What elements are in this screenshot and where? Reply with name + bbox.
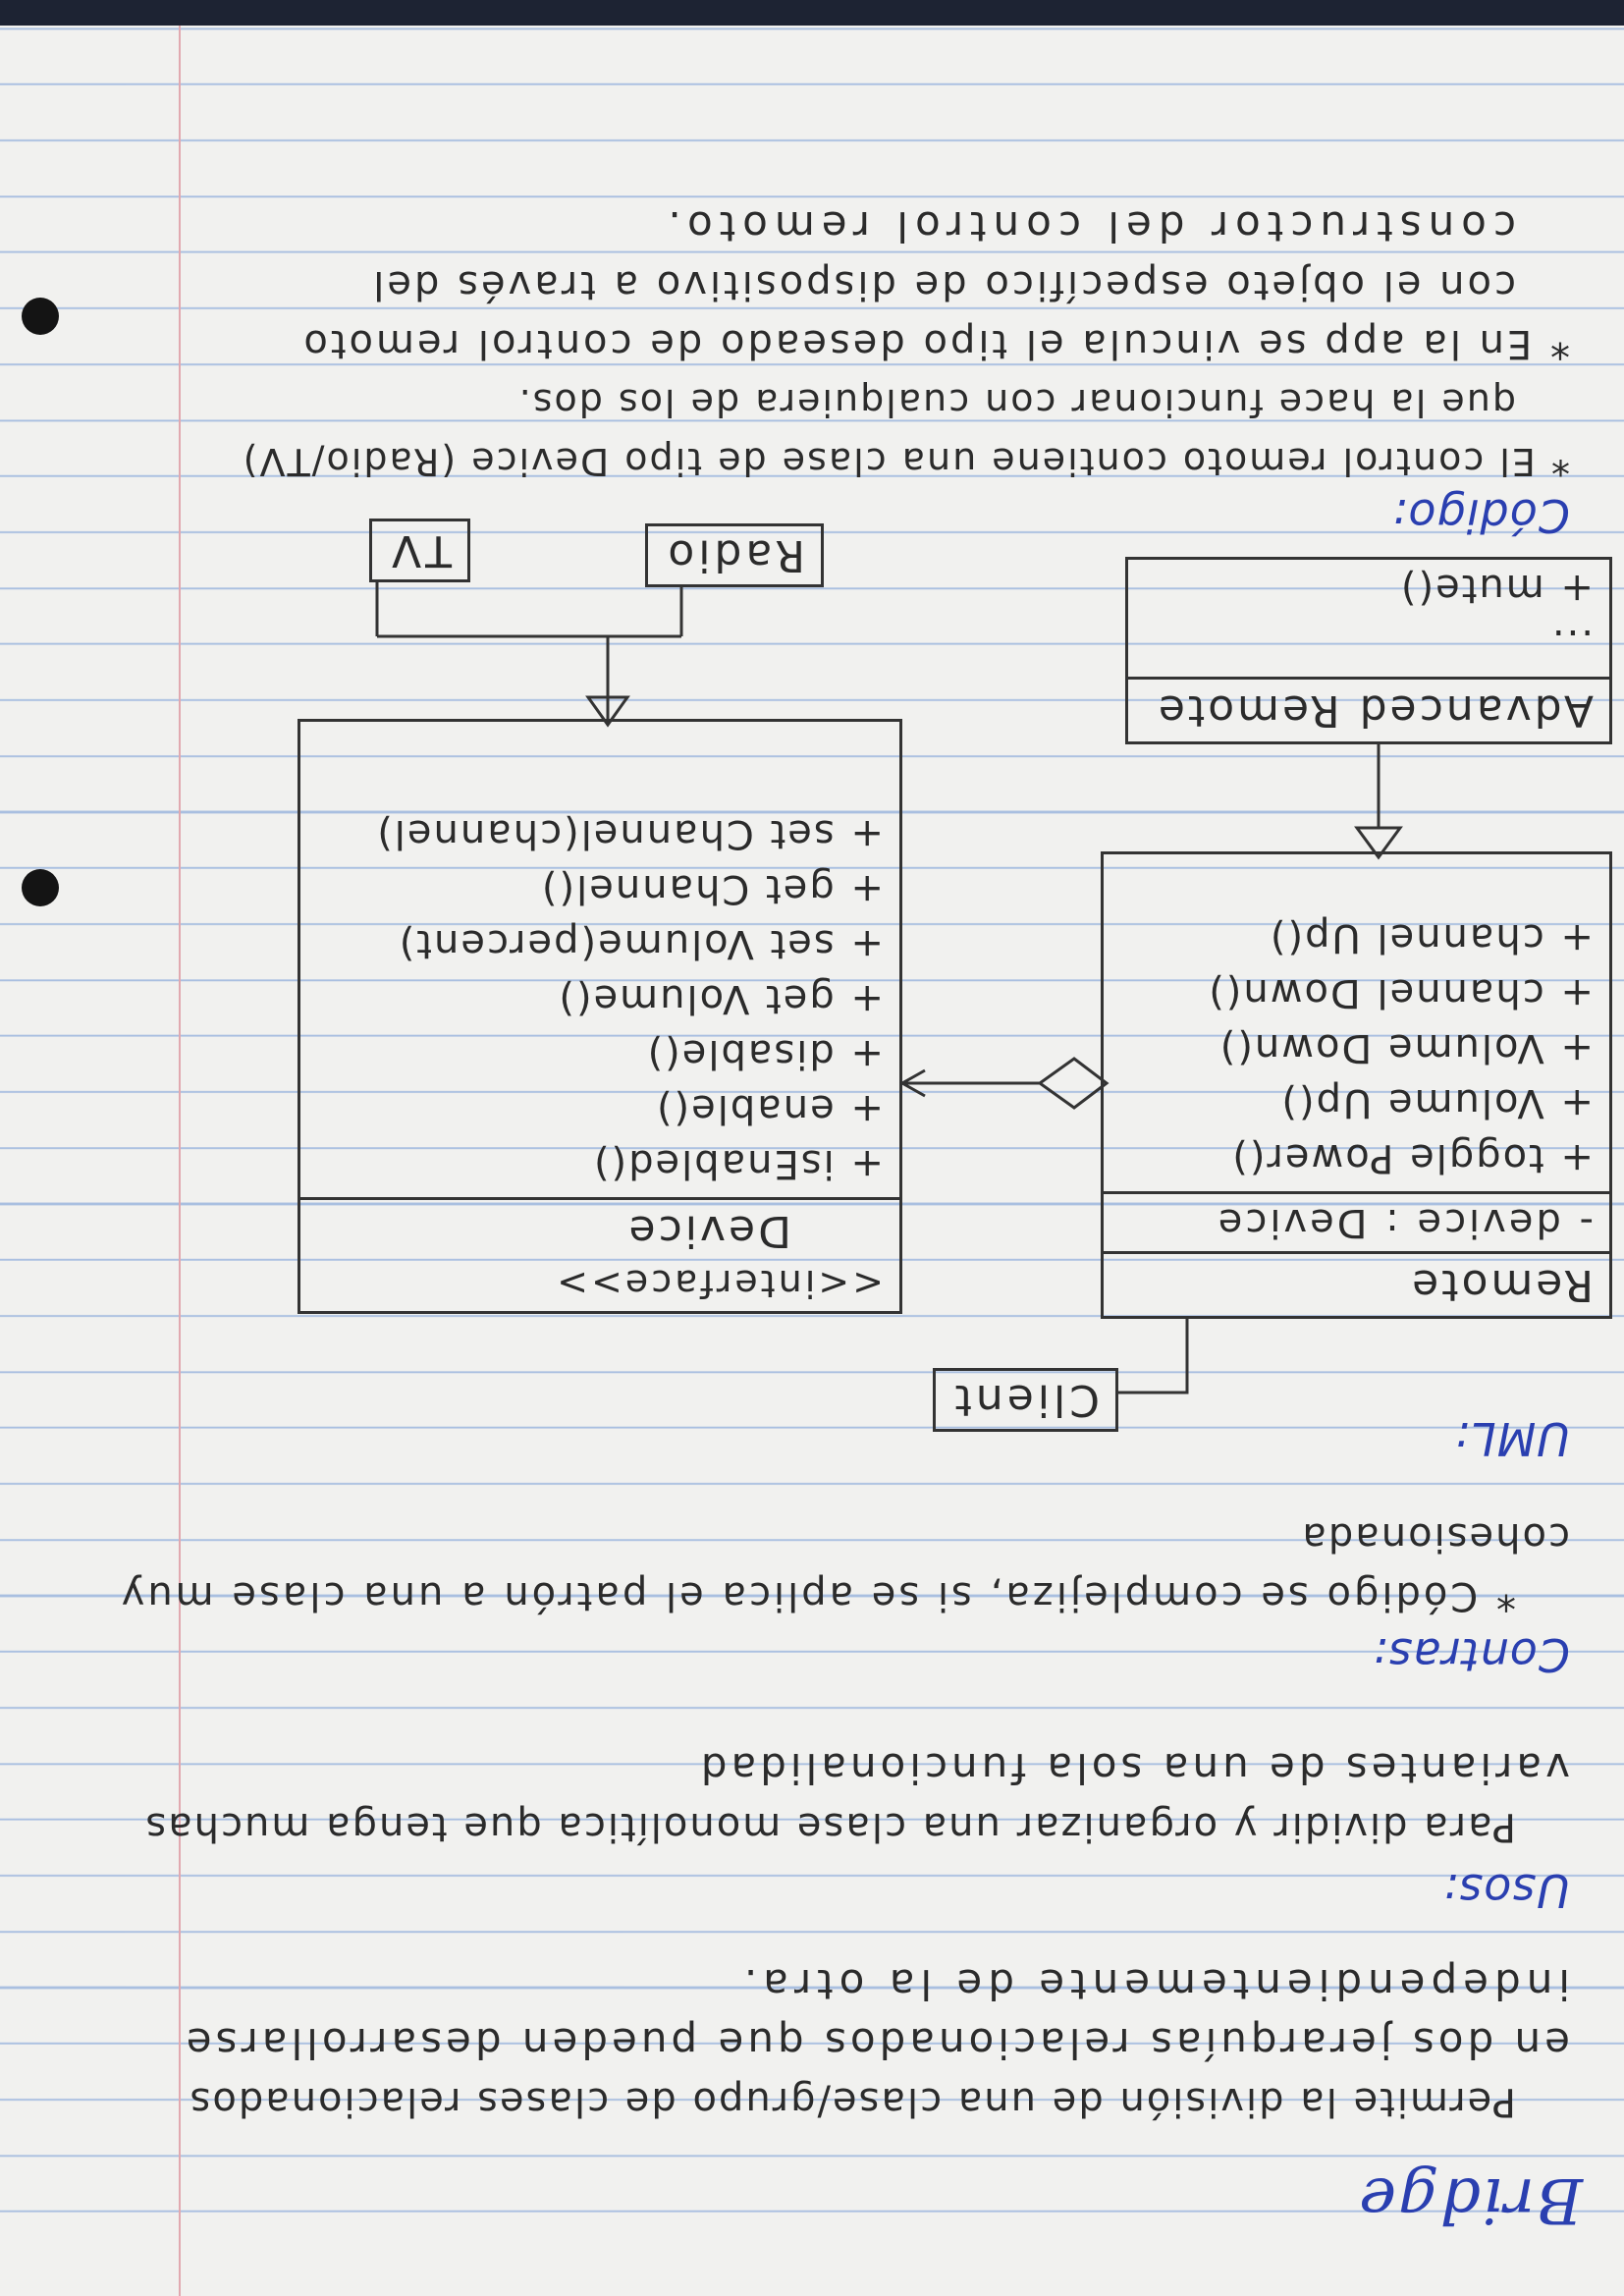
codigo-line-5: constructor del control remoto. (661, 202, 1516, 250)
codigo-line-3: * En la app se vincula el tipo deseado d… (300, 321, 1570, 366)
codigo-line-2: que la hace funcionar con cualquiera de … (516, 381, 1516, 424)
handwritten-page-upside-down: Bridge Permite la división de una clase/… (0, 26, 1624, 2296)
uml-connectors (375, 582, 1403, 1394)
paper-sheet: Bridge Permite la división de una clase/… (0, 26, 1624, 2296)
codigo-line-4: con el objeto específico de dispositivo … (370, 262, 1516, 307)
codigo-heading: Código: (1390, 489, 1570, 542)
aggregation-diamond (1037, 1057, 1110, 1110)
codigo-line-1: * El control remoto contiene una clase d… (241, 440, 1570, 483)
implementation-triangle (585, 695, 630, 728)
inheritance-triangle (1354, 826, 1403, 860)
client-remote-line (1118, 1319, 1189, 1394)
remote-device-arrowhead (898, 1068, 926, 1098)
